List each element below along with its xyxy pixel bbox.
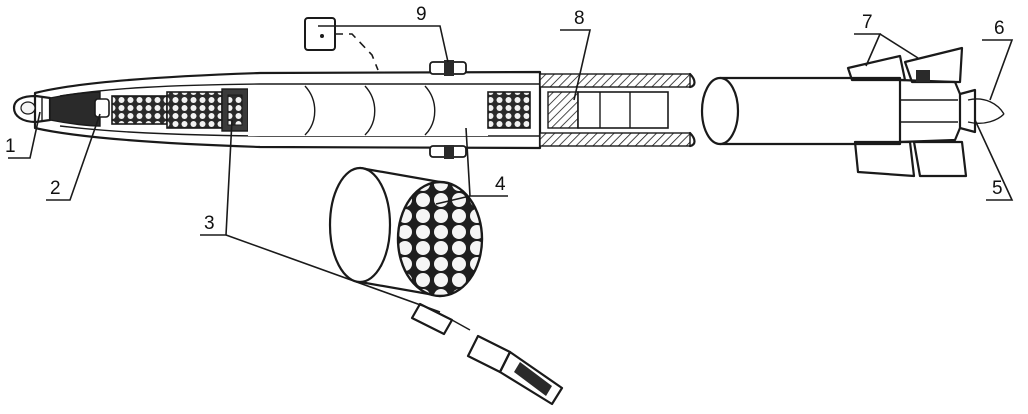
fin-upper-front xyxy=(846,54,907,82)
main-body xyxy=(12,17,696,159)
cell-block-front xyxy=(111,95,168,125)
exploded-charge xyxy=(410,302,564,406)
nose-section xyxy=(49,91,101,127)
motor-tube-front-face xyxy=(700,76,740,146)
callout-4: 4 xyxy=(495,174,506,195)
nozzle xyxy=(958,88,977,134)
launch-lug-bottom xyxy=(429,145,467,159)
cell-block-rear xyxy=(487,91,531,129)
exploded-cylinder xyxy=(328,166,484,298)
callout-8: 8 xyxy=(574,8,585,29)
igniter-wire xyxy=(967,98,1005,124)
callout-5: 5 xyxy=(992,178,1003,199)
nose-capsule xyxy=(94,98,110,118)
callout-3: 3 xyxy=(204,213,215,234)
cylinder-cell-face xyxy=(396,180,484,298)
callouts: 1 2 3 4 5 6 7 8 9 xyxy=(5,4,1005,234)
motor-section xyxy=(700,46,1005,178)
fin-lower-front xyxy=(853,140,916,178)
fin-upper-rear xyxy=(903,46,964,84)
fin-lower-rear xyxy=(912,140,968,178)
body-outline xyxy=(33,70,542,150)
launch-lug-top xyxy=(429,60,467,76)
nose-tip xyxy=(12,94,52,124)
callout-9: 9 xyxy=(416,4,427,25)
callout-2: 2 xyxy=(50,178,61,199)
body-inner-wall-lower xyxy=(59,125,540,137)
fin-root-block xyxy=(916,70,930,82)
leader-lines xyxy=(8,25,1014,313)
coupler-sleeve xyxy=(539,72,696,148)
callout-7: 7 xyxy=(862,12,873,33)
callout-1: 1 xyxy=(5,136,16,157)
cell-block-front-2 xyxy=(166,91,223,129)
motor-tube xyxy=(718,76,902,146)
payload-chamber xyxy=(248,85,488,136)
charge-holder xyxy=(221,88,249,132)
callout-6: 6 xyxy=(994,18,1005,39)
